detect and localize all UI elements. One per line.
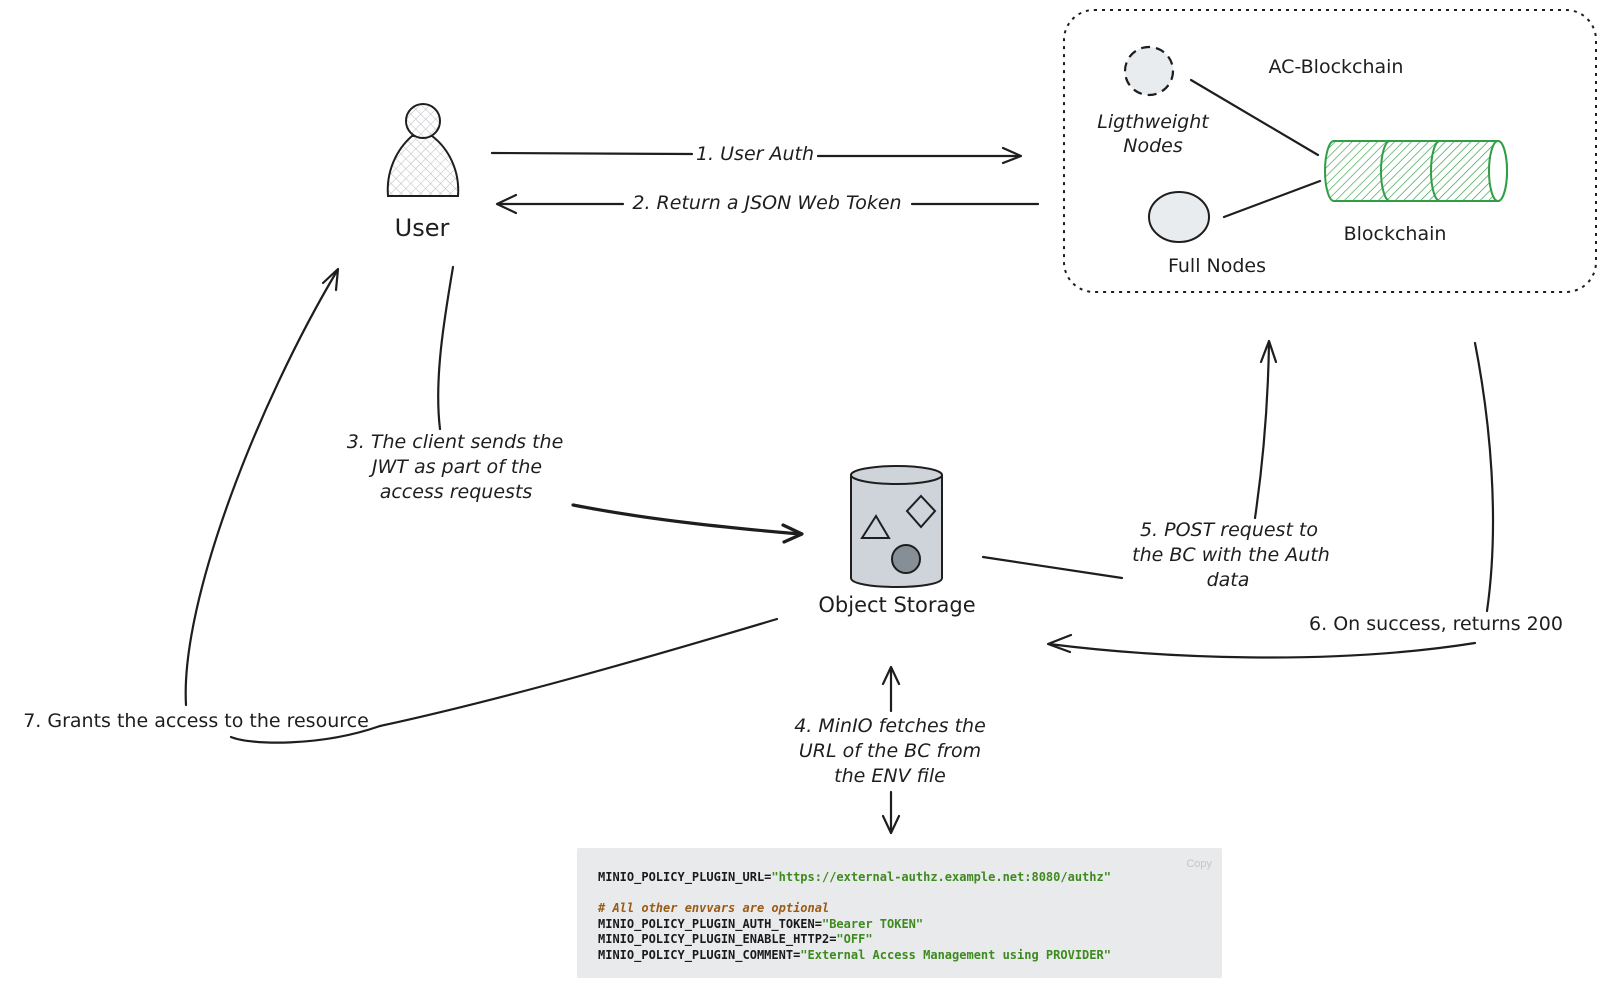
code-blank-line [598, 886, 1222, 902]
user-node: User [386, 103, 460, 242]
copy-button[interactable]: Copy [1186, 858, 1212, 870]
arrow-step-5 [981, 339, 1278, 580]
full-to-blockchain-link [1222, 179, 1322, 219]
circle-shape-icon [891, 544, 921, 574]
blockchain-label: Blockchain [1344, 223, 1447, 245]
code-line-url: MINIO_POLICY_PLUGIN_URL="https://externa… [598, 870, 1111, 884]
step-1-label: 1. User Auth [696, 143, 814, 165]
full-nodes-label: Full Nodes [1168, 255, 1266, 277]
ac-blockchain-title: AC-Blockchain [1269, 56, 1404, 78]
step-5-label-line1: 5. POST request to [1140, 519, 1318, 541]
step-4-label-line3: the ENV file [834, 765, 946, 787]
arrow-step-7 [184, 267, 779, 744]
object-storage-node: Object Storage [818, 465, 976, 617]
step-7-label: 7. Grants the access to the resource [23, 710, 369, 732]
code-line-auth-token: MINIO_POLICY_PLUGIN_AUTH_TOKEN="Bearer T… [598, 916, 924, 931]
triangle-shape-icon [860, 514, 891, 539]
lightweight-nodes-label-line2: Nodes [1123, 135, 1183, 157]
step-3-label-line3: access requests [380, 481, 533, 503]
step-3-label-line2: JWT as part of the [368, 456, 542, 478]
full-node-icon [1148, 191, 1210, 243]
object-storage-label: Object Storage [818, 593, 975, 617]
step-5-label-line3: data [1207, 569, 1250, 591]
user-icon [386, 103, 460, 197]
step-2-label: 2. Return a JSON Web Token [632, 192, 901, 214]
diamond-shape-icon [905, 494, 937, 529]
arrow-step-6 [1046, 341, 1495, 659]
arrow-step-3 [437, 265, 804, 544]
lightweight-to-blockchain-link [1189, 78, 1320, 157]
ac-blockchain-group: AC-Blockchain Ligthweight Nodes Full Nod… [1063, 9, 1597, 293]
step-4-label-line2: URL of the BC from [799, 740, 981, 762]
lightweight-nodes-label-line1: Ligthweight [1097, 111, 1210, 133]
lightweight-node-icon [1123, 45, 1175, 97]
blockchain-icon [1324, 140, 1508, 202]
object-storage-icon [850, 465, 943, 588]
user-label: User [395, 214, 450, 242]
arrow-step-2 [495, 193, 1040, 215]
step-3-label-line1: 3. The client sends the [347, 431, 564, 453]
code-line-comment: MINIO_POLICY_PLUGIN_COMMENT="External Ac… [598, 947, 1111, 962]
code-comment-line: # All other envvars are optional [598, 901, 830, 915]
step-6-label: 6. On success, returns 200 [1309, 613, 1563, 635]
code-line-enable-http2: MINIO_POLICY_PLUGIN_ENABLE_HTTP2="OFF" [598, 932, 873, 946]
arrow-step-1 [490, 146, 1023, 165]
arrow-step-4 [881, 665, 901, 835]
ac-blockchain-boundary [1063, 9, 1597, 293]
step-4-label-line1: 4. MinIO fetches the [794, 715, 986, 737]
step-5-label-line2: the BC with the Auth [1132, 544, 1330, 566]
